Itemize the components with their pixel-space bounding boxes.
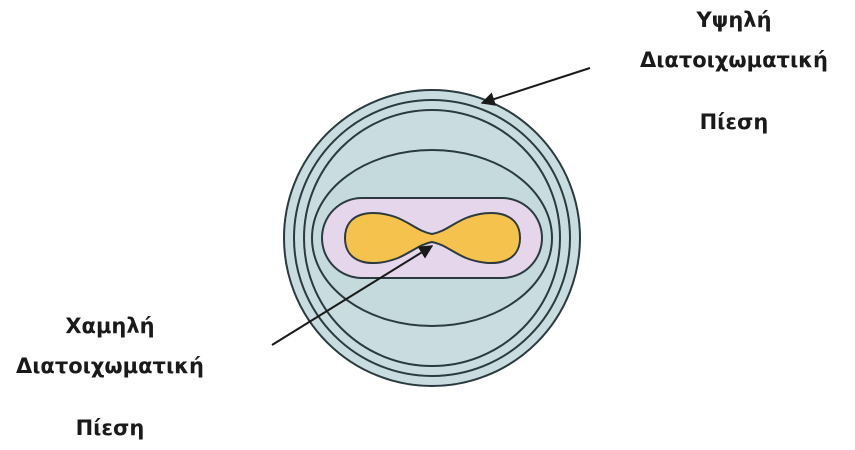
- low-pressure-label-line2: Διατοιχωματική: [0, 356, 220, 418]
- high-pressure-label-line1: Υψηλή: [619, 10, 849, 50]
- low-pressure-label-line3: Πίεση: [0, 418, 220, 439]
- low-pressure-label: Χαμηλή Διατοιχωματική Πίεση: [0, 316, 220, 439]
- high-pressure-label: Υψηλή Διατοιχωματική Πίεση: [619, 10, 849, 133]
- high-pressure-label-line2: Διατοιχωματική: [619, 50, 849, 112]
- low-pressure-label-line1: Χαμηλή: [0, 316, 220, 356]
- high-pressure-label-line3: Πίεση: [619, 112, 849, 133]
- high-pressure-arrow: [482, 68, 590, 103]
